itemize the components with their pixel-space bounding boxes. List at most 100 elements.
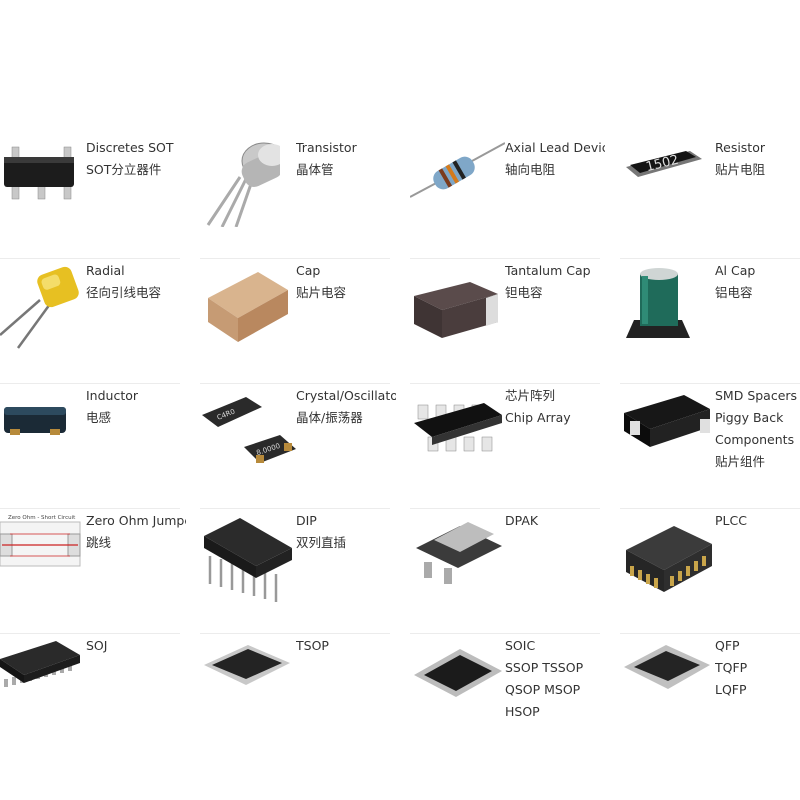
svg-text:1502: 1502: [644, 153, 680, 176]
chip-array-icon: [410, 385, 505, 469]
to92-transistor-icon: [200, 137, 287, 231]
component-label-line: Piggy Back: [715, 410, 784, 425]
row-divider: [620, 383, 800, 384]
component-label: SOJ: [86, 635, 186, 657]
component-label-line: 钽电容: [505, 285, 543, 300]
component-label-line: Components: [715, 432, 795, 447]
component-tile-tsop[interactable]: TSOP: [200, 635, 410, 750]
smd-spacer-icon: [620, 385, 715, 469]
component-label-line: DIP: [296, 513, 317, 528]
component-label: DIP 双列直插: [296, 510, 396, 554]
row-divider: [0, 258, 180, 259]
soic-package-icon: [410, 635, 505, 724]
component-label-line: Discretes SOT: [86, 140, 174, 155]
component-label-line: 贴片电阻: [715, 162, 766, 177]
smd-capacitor-icon: [200, 260, 290, 354]
component-label: PLCC: [715, 510, 800, 532]
row-divider: [0, 383, 180, 384]
component-label-line: QFP: [715, 638, 740, 653]
dip-package-icon: [200, 510, 295, 609]
component-label-line: Transistor: [296, 140, 357, 155]
component-tile-tantalum-cap[interactable]: Tantalum Cap 钽电容: [410, 260, 620, 375]
row-divider: [0, 508, 180, 509]
tantalum-capacitor-icon: [410, 260, 500, 354]
component-label-line: 电感: [86, 410, 112, 425]
component-label: QFP TQFP LQFP: [715, 635, 800, 701]
component-label: Radial 径向引线电容: [86, 260, 186, 304]
aluminum-capacitor-icon: [620, 260, 700, 354]
component-tile-soj[interactable]: SOJ: [0, 635, 210, 750]
row-divider: [200, 508, 390, 509]
component-label-line: Al Cap: [715, 263, 756, 278]
component-label-line: 贴片组件: [715, 454, 766, 469]
component-label-line: Chip Array: [505, 410, 571, 425]
axial-resistor-icon: [409, 137, 506, 211]
component-tile-discretes-sot[interactable]: Discretes SOT SOT分立器件: [0, 137, 210, 252]
component-tile-radial[interactable]: Radial 径向引线电容: [0, 260, 210, 375]
component-label-line: DPAK: [505, 513, 539, 528]
component-label-line: Tantalum Cap: [505, 263, 591, 278]
row-divider: [200, 383, 390, 384]
component-label-line: 跳线: [86, 535, 112, 550]
component-tile-plcc[interactable]: PLCC: [620, 510, 800, 625]
plcc-package-icon: [620, 510, 715, 609]
component-tile-dip[interactable]: DIP 双列直插: [200, 510, 410, 625]
component-label-line: TQFP: [715, 660, 748, 675]
zero-ohm-jumper-icon: Zero Ohm - Short Circuit: [0, 510, 82, 574]
row-divider: [620, 633, 800, 634]
row-divider: [410, 383, 600, 384]
component-label-line: 双列直插: [296, 535, 347, 550]
component-tile-qfp[interactable]: QFP TQFP LQFP: [620, 635, 800, 750]
component-label-line: TSOP: [296, 638, 329, 653]
component-label-line: Crystal/Oscillator: [296, 388, 396, 403]
component-label-line: PLCC: [715, 513, 747, 528]
component-tile-chip-array[interactable]: 芯片阵列 Chip Array: [410, 385, 620, 500]
qfp-package-icon: [620, 635, 715, 709]
row-divider: [200, 258, 390, 259]
row-divider: [410, 508, 600, 509]
crystal-oscillator-icon: C4R0 8.0000: [200, 385, 300, 479]
component-label: Tantalum Cap 钽电容: [505, 260, 605, 304]
component-tile-zero-ohm-jumper[interactable]: Zero Ohm - Short Circuit Zero Ohm Jumpe 跳…: [0, 510, 210, 625]
component-tile-cap[interactable]: Cap 贴片电容: [200, 260, 410, 375]
component-label-line: QSOP MSOP: [505, 682, 581, 697]
component-label: Crystal/Oscillator 晶体/振荡器: [296, 385, 396, 429]
row-divider: [410, 633, 600, 634]
component-label-line: Radial: [86, 263, 125, 278]
component-label: Discretes SOT SOT分立器件: [86, 137, 186, 181]
component-tile-dpak[interactable]: DPAK: [410, 510, 620, 625]
component-label-line: SOT分立器件: [86, 162, 162, 177]
component-label-line: SSOP TSSOP: [505, 660, 584, 675]
sot-package-icon: [0, 137, 80, 221]
inductor-icon: [0, 385, 80, 449]
component-label-line: HSOP: [505, 704, 540, 719]
component-label-line: 贴片电容: [296, 285, 347, 300]
component-label-line: LQFP: [715, 682, 747, 697]
svg-text:Zero Ohm - Short Circuit: Zero Ohm - Short Circuit: [8, 515, 76, 521]
component-label: Zero Ohm Jumpe 跳线: [86, 510, 186, 554]
component-label-line: Cap: [296, 263, 321, 278]
component-label: DPAK: [505, 510, 605, 532]
component-label-line: 晶体/振荡器: [296, 410, 363, 425]
component-label-line: Zero Ohm Jumpe: [86, 513, 186, 528]
component-label-line: 轴向电阻: [505, 162, 556, 177]
radial-capacitor-icon: [0, 260, 90, 354]
row-divider: [200, 633, 390, 634]
component-label-line: 芯片阵列: [505, 388, 556, 403]
component-label-line: 径向引线电容: [86, 285, 162, 300]
tsop-package-icon: [200, 635, 295, 709]
